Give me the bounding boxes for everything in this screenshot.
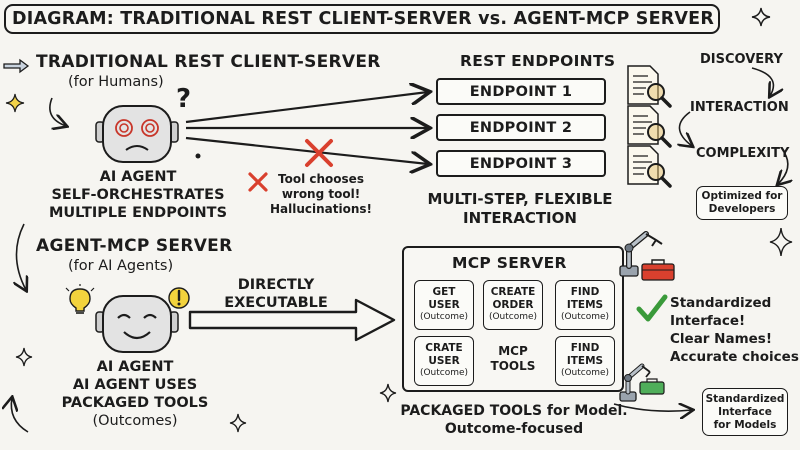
toolbox-icon — [641, 259, 675, 281]
standardized-models-box: Standardized Interface for Models — [702, 388, 788, 436]
exclamation-icon — [168, 287, 190, 309]
tool-create-order: CREATE ORDER (Outcome) — [483, 280, 543, 330]
cross-icon — [248, 172, 268, 192]
tool-name-line: ITEMS — [566, 354, 604, 367]
mcp-section-title: AGENT-MCP SERVER — [36, 236, 233, 256]
lightbulb-icon — [65, 284, 95, 314]
wrong-tool-line: Tool chooses — [278, 172, 364, 186]
tool-name-line: CRATE — [425, 342, 463, 355]
standardized-line: Standardized — [705, 392, 785, 405]
direct-arrow-icon — [188, 298, 396, 342]
tool-name-line: CREATE — [490, 286, 536, 299]
sparkle-icon — [5, 93, 25, 113]
flow-complexity: COMPLEXITY — [696, 146, 790, 161]
endpoints-title: REST ENDPOINTS — [460, 52, 616, 70]
tool-get-user: GET USER (Outcome) — [414, 280, 474, 330]
tool-name-line: FIND — [570, 286, 600, 299]
sparkle-icon — [751, 7, 771, 27]
diagram-title-box: DIAGRAM: TRADITIONAL REST CLIENT-SERVER … — [4, 4, 720, 34]
pointer-arrow-icon — [3, 58, 30, 74]
robot-happy-icon — [95, 295, 179, 353]
endpoint-1: ENDPOINT 1 — [436, 78, 606, 105]
standardized-line: Interface — [718, 405, 772, 418]
tool-outcome: (Outcome) — [419, 368, 469, 379]
sparkle-icon — [379, 383, 397, 403]
document-search-icon — [627, 105, 672, 148]
rest-agent-caption: AI AGENT SELF-ORCHESTRATES MULTIPLE ENDP… — [48, 168, 228, 222]
mcp-server-title: MCP SERVER — [452, 254, 567, 272]
benefit-line: Interface! — [670, 313, 746, 329]
toolbox-icon — [639, 378, 665, 395]
mcp-agent-line: (Outcomes) — [92, 413, 178, 429]
direct-label-line: EXECUTABLE — [224, 295, 328, 311]
endpoint-2: ENDPOINT 2 — [436, 114, 606, 141]
optimized-line: Optimized for — [701, 190, 783, 202]
rest-section-title: TRADITIONAL REST CLIENT-SERVER — [36, 52, 381, 72]
mcp-tools-line: MCP — [498, 344, 528, 358]
tool-name-line: ITEMS — [566, 298, 604, 311]
interaction-caption: MULTI-STEP, FLEXIBLE INTERACTION — [420, 190, 620, 228]
wrong-tool-note: Tool chooses wrong tool! Hallucinations! — [266, 172, 376, 217]
interaction-line: INTERACTION — [463, 209, 577, 227]
cross-icon — [305, 139, 333, 167]
tool-name-line: USER — [428, 298, 460, 311]
sparkle-icon — [769, 227, 793, 257]
mcp-section-subtitle: (for AI Agents) — [68, 258, 174, 274]
direct-label-line: DIRECTLY — [237, 277, 315, 293]
packaged-line: Outcome-focused — [444, 421, 584, 437]
sparkle-icon — [15, 347, 33, 367]
rest-agent-line: AI AGENT — [99, 169, 177, 185]
endpoint-3: ENDPOINT 3 — [436, 150, 606, 177]
flow-discovery: DISCOVERY — [700, 52, 783, 67]
robot-arm-icon — [619, 231, 663, 277]
wrong-tool-line: wrong tool! — [281, 187, 361, 201]
mcp-tools-line: TOOLS — [490, 359, 536, 373]
benefits-list: Standardized Interface! Clear Names! Acc… — [670, 294, 800, 366]
check-icon — [636, 294, 668, 322]
tool-name-line: USER — [428, 354, 460, 367]
tool-outcome: (Outcome) — [488, 312, 538, 323]
benefit-line: Accurate choices! — [670, 349, 800, 365]
mcp-agent-line: PACKAGED TOOLS — [61, 395, 209, 411]
optimized-line: Developers — [708, 203, 776, 215]
tool-name-line: ORDER — [492, 298, 534, 311]
optimized-developers-box: Optimized for Developers — [696, 186, 788, 220]
rest-agent-line: MULTIPLE ENDPOINTS — [48, 205, 228, 221]
tool-outcome: (Outcome) — [560, 368, 610, 379]
question-mark: ? — [176, 84, 192, 114]
tool-outcome: (Outcome) — [560, 312, 610, 323]
mcp-agent-line: AI AGENT — [96, 359, 174, 375]
mcp-agent-line: AI AGENT USES — [72, 377, 198, 393]
rest-agent-line: SELF-ORCHESTRATES — [51, 187, 225, 203]
interaction-line: MULTI-STEP, FLEXIBLE — [427, 190, 613, 208]
packaged-tools-caption: PACKAGED TOOLS for Model. Outcome-focuse… — [398, 402, 630, 438]
diagram-title: DIAGRAM: TRADITIONAL REST CLIENT-SERVER … — [12, 9, 715, 29]
tool-find-items: FIND ITEMS (Outcome) — [555, 280, 615, 330]
robot-confused-icon — [95, 105, 179, 163]
benefit-line: Standardized — [670, 295, 772, 311]
document-search-icon — [627, 145, 672, 188]
mcp-tools-label: MCP TOOLS — [483, 344, 543, 374]
standardized-line: for Models — [713, 418, 777, 431]
packaged-line: PACKAGED TOOLS for Model. — [400, 403, 628, 419]
robot-arm-icon — [619, 363, 651, 402]
mcp-agent-caption: AI AGENT AI AGENT USES PACKAGED TOOLS (O… — [40, 358, 230, 430]
dot-decoration — [195, 153, 201, 159]
flow-interaction: INTERACTION — [690, 100, 789, 115]
tool-crate-user: CRATE USER (Outcome) — [414, 336, 474, 386]
tool-outcome: (Outcome) — [419, 312, 469, 323]
document-search-icon — [627, 65, 672, 108]
benefit-line: Clear Names! — [670, 331, 772, 347]
tool-name-line: FIND — [570, 342, 600, 355]
rest-section-subtitle: (for Humans) — [68, 74, 164, 90]
tool-find-items-2: FIND ITEMS (Outcome) — [555, 336, 615, 386]
wrong-tool-line: Hallucinations! — [269, 202, 373, 216]
direct-arrow-label: DIRECTLY EXECUTABLE — [216, 276, 336, 312]
tool-name-line: GET — [432, 286, 456, 299]
sparkle-icon — [229, 413, 247, 433]
